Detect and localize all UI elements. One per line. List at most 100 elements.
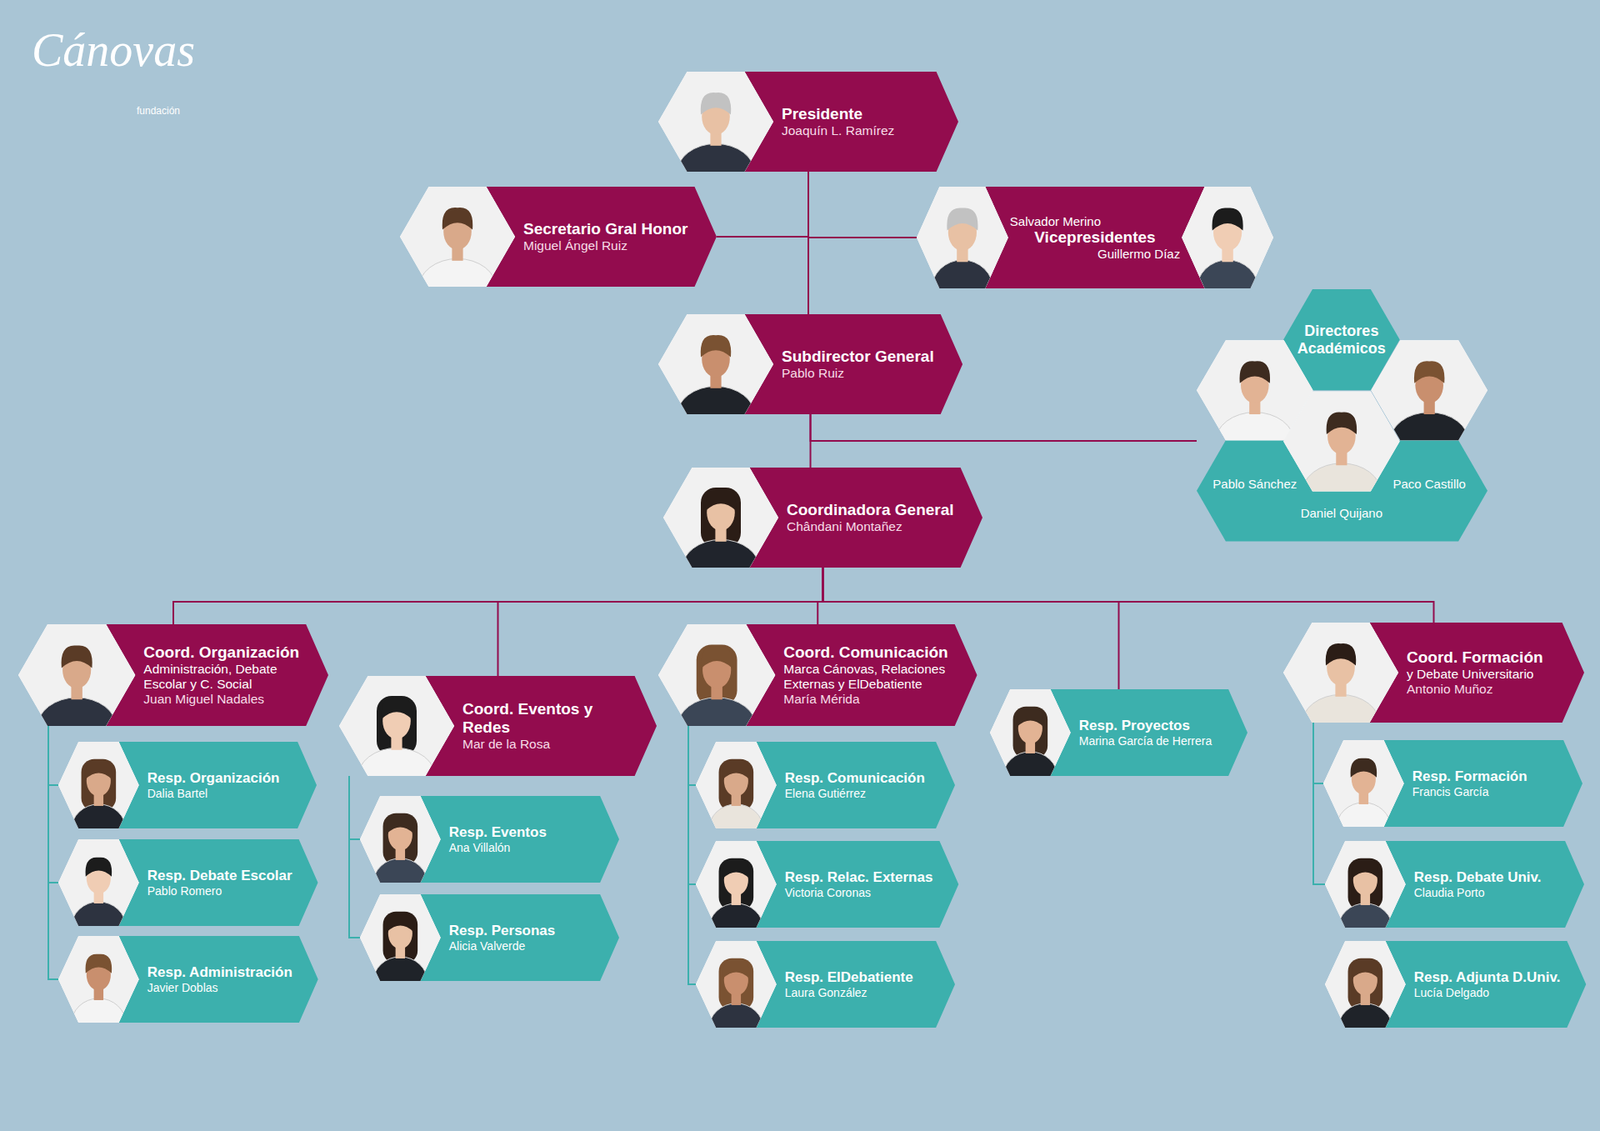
person-name: Lucía Delgado xyxy=(1414,985,1563,1000)
text-area: Resp. EventosAna Villalón xyxy=(449,795,595,883)
person-name: Chândani Montañez xyxy=(786,519,956,535)
hair-back xyxy=(81,759,117,811)
portrait xyxy=(339,675,455,808)
manager-box: Resp. FormaciónFrancis García xyxy=(1323,740,1583,827)
person-name: Elena Gutiérrez xyxy=(785,786,931,800)
coordinator-box: Coord. Formacióny Debate UniversitarioAn… xyxy=(1283,622,1585,723)
hair xyxy=(723,859,750,879)
role-banner xyxy=(1384,740,1584,827)
person-name: Pablo Ruiz xyxy=(781,365,936,381)
shoulders xyxy=(1196,260,1260,321)
role-title: Resp. Adjunta D.Univ. xyxy=(1414,969,1563,986)
manager-box: Resp. Debate EscolarPablo Romero xyxy=(58,839,318,926)
coordinator-box: Coord. OrganizaciónAdministración, Debat… xyxy=(18,624,329,726)
hair-back xyxy=(719,958,755,1010)
text-area: Resp. AdministraciónJavier Doblas xyxy=(147,935,295,1023)
portrait xyxy=(1325,840,1406,955)
role-banner xyxy=(745,624,977,726)
portrait xyxy=(1325,940,1406,1055)
hair xyxy=(442,207,474,230)
hair-back xyxy=(700,487,741,548)
connector xyxy=(48,725,59,785)
role-banner xyxy=(425,675,658,776)
hair xyxy=(1414,360,1445,384)
connector xyxy=(716,171,809,237)
text-area: Resp. Debate EscolarPablo Romero xyxy=(147,839,295,926)
role-title: Coord. Eventos y Redes xyxy=(462,700,630,737)
hair xyxy=(85,954,113,974)
shoulders xyxy=(1337,1003,1393,1055)
coordinator-box: Coord. ComunicaciónMarca Cánovas, Relaci… xyxy=(658,624,978,726)
manager-box: Resp. Debate Univ.Claudia Porto xyxy=(1325,840,1585,928)
connector xyxy=(688,725,696,985)
text-area: Coord. Formacióny Debate UniversitarioAn… xyxy=(1406,622,1558,723)
shoulders xyxy=(418,258,497,319)
portrait-figure xyxy=(58,935,140,1050)
connector xyxy=(823,567,1435,623)
manager-box: Resp. AdministraciónJavier Doblas xyxy=(58,935,319,1023)
manager-box: Resp. PersonasAlicia Valverde xyxy=(360,894,620,981)
portrait xyxy=(360,894,441,1009)
role-banner xyxy=(985,186,1205,289)
hair xyxy=(1212,207,1244,230)
text-stack: Resp. AdministraciónJavier Doblas xyxy=(147,964,295,995)
hair xyxy=(61,645,93,668)
text-stack: Coord. Formacióny Debate UniversitarioAn… xyxy=(1406,648,1558,696)
hair-back xyxy=(383,911,419,964)
person-name: Guillermo Díaz xyxy=(1010,246,1180,261)
text-area: Coord. Eventos y RedesMar de la Rosa xyxy=(462,675,630,776)
portrait xyxy=(58,741,140,856)
text-area: Resp. Debate Univ.Claudia Porto xyxy=(1414,840,1560,928)
connector xyxy=(808,171,917,238)
vicepresidents-box: Salvador MerinoVicepresidentesGuillermo … xyxy=(916,186,1274,289)
text-stack: Resp. PersonasAlicia Valverde xyxy=(449,922,595,953)
connector xyxy=(810,414,1197,441)
text-area: PresidenteJoaquín L. Ramírez xyxy=(781,71,932,172)
hair xyxy=(723,959,750,979)
person-name: Pablo Romero xyxy=(147,884,295,898)
text-stack: Coord. OrganizaciónAdministración, Debat… xyxy=(143,643,301,706)
text-area: Resp. ElDebatienteLaura González xyxy=(785,940,931,1028)
portrait-figure xyxy=(360,894,441,1009)
connector xyxy=(48,725,59,883)
portrait xyxy=(916,186,1009,321)
role-scope: Marca Cánovas, Relaciones Externas y ElD… xyxy=(783,661,950,692)
role-title: Resp. Proyectos xyxy=(1079,717,1224,735)
role-banner xyxy=(756,840,960,928)
person-name: Francis García xyxy=(1412,785,1559,799)
role-banner xyxy=(486,186,717,287)
role-title: Coord. Comunicación xyxy=(783,643,950,662)
role-banner xyxy=(420,894,620,981)
text-area: Coord. OrganizaciónAdministración, Debat… xyxy=(143,624,301,726)
shoulders xyxy=(1002,751,1058,804)
role-banner xyxy=(119,935,319,1023)
hair-back xyxy=(719,759,755,811)
portrait-figure xyxy=(1181,186,1274,321)
role-title: Resp. Personas xyxy=(449,922,595,940)
role-title: Resp. Comunicación xyxy=(785,770,931,787)
deputy-director-box: Subdirector GeneralPablo Ruiz xyxy=(658,314,963,415)
person-name: Dalia Bartel xyxy=(147,786,293,800)
person-name: Claudia Porto xyxy=(1414,885,1560,900)
portrait xyxy=(360,795,441,910)
portrait xyxy=(663,467,779,600)
text-stack: Resp. ElDebatienteLaura González xyxy=(785,969,931,1000)
role-banner xyxy=(745,314,964,415)
person-name: Javier Doblas xyxy=(147,980,295,995)
portrait xyxy=(1323,740,1405,855)
hair xyxy=(700,92,732,115)
manager-box: Resp. Adjunta D.Univ.Lucía Delgado xyxy=(1325,940,1586,1028)
hair-back xyxy=(383,813,419,865)
shoulders xyxy=(931,260,995,321)
text-stack: Subdirector GeneralPablo Ruiz xyxy=(781,347,936,381)
role-banner xyxy=(119,741,318,829)
portrait xyxy=(695,840,777,955)
role-title: Resp. Eventos xyxy=(449,824,595,841)
role-scope: Administración, Debate Escolar y C. Soci… xyxy=(143,661,301,692)
manager-box: Resp. EventosAna Villalón xyxy=(360,795,620,883)
connector xyxy=(1313,722,1324,784)
role-banner xyxy=(420,795,620,883)
text-area: Resp. Relac. ExternasVictoria Coronas xyxy=(785,840,935,928)
shoulders xyxy=(681,539,760,600)
